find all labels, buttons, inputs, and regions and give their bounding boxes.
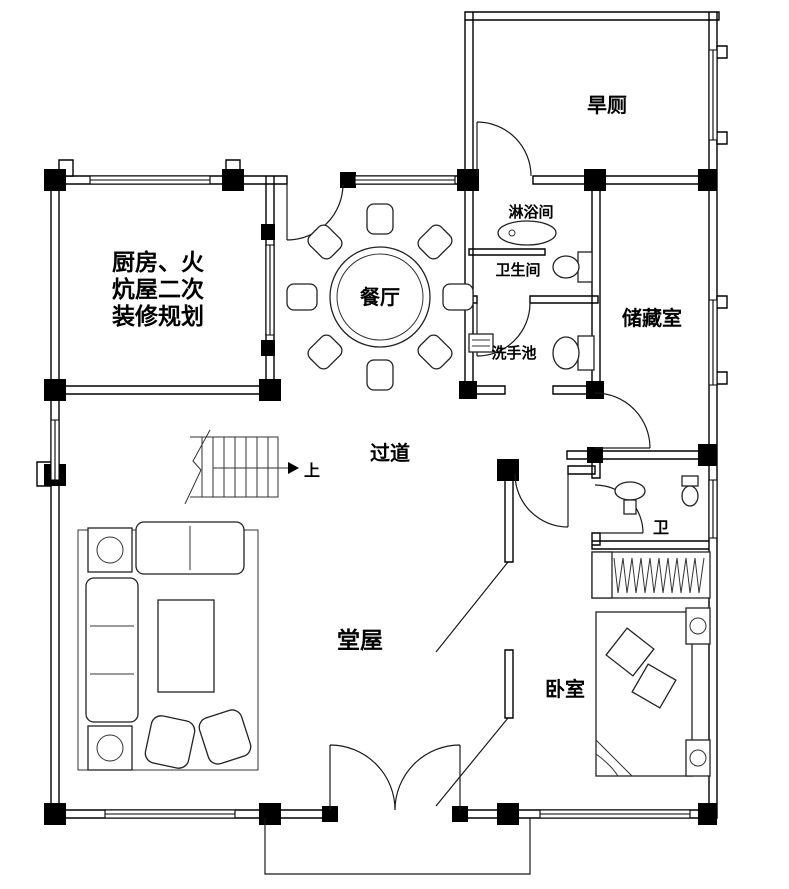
- utility-box: [468, 333, 494, 353]
- shower-drain: [508, 229, 516, 237]
- bath-label: 卫: [653, 520, 669, 537]
- side-table-lamp: [96, 536, 124, 564]
- side-table-bottom: [87, 725, 133, 771]
- storage-label: 储藏室: [622, 306, 682, 330]
- door-hall-leaves: [435, 561, 509, 807]
- dining-label: 餐厅: [360, 285, 400, 309]
- window-mullions: [54, 50, 714, 815]
- stair-direction-line: [212, 467, 288, 492]
- stair-break-line: [184, 429, 211, 505]
- pillow: [631, 663, 677, 709]
- wash-basin: [552, 336, 580, 370]
- kitchen-label-line1: 厨房、火: [112, 249, 204, 275]
- window-frames: [50, 49, 718, 819]
- dining-chair: [286, 283, 318, 311]
- utility-box-lines: [472, 339, 490, 347]
- wardrobe: [591, 551, 711, 599]
- corridor-label: 过道: [370, 441, 410, 465]
- shower-label: 淋浴间: [508, 203, 553, 221]
- windows: [50, 49, 718, 819]
- bedroom-label: 卧室: [545, 677, 585, 701]
- room-labels: 旱厕 厨房、火 炕屋二次 装修规划 餐厅 淋浴间 卫生间 洗手池 储藏室 过道 …: [112, 94, 682, 701]
- door-dry-toilet: [476, 121, 532, 177]
- ensuite-toilet-bowl: [681, 485, 699, 507]
- ensuite-sink: [614, 481, 646, 501]
- doors: [264, 121, 651, 875]
- armchair: [144, 715, 196, 769]
- entrance-porch: [264, 818, 531, 875]
- dining-table: [329, 246, 431, 348]
- toilet-tank: [577, 251, 593, 283]
- dining-chair: [417, 224, 453, 260]
- dining-chair: [442, 283, 474, 311]
- sofa-left-cushion-lines: [90, 625, 134, 675]
- washbasin-label: 洗手池: [491, 344, 536, 362]
- stair-outline: [190, 436, 279, 498]
- dining-chair: [417, 334, 453, 370]
- dining-table-inner: [336, 253, 424, 341]
- hall-label: 堂屋: [337, 627, 383, 653]
- door-bedroom: [514, 473, 569, 528]
- toilet-bowl: [552, 255, 580, 279]
- dining-set: [286, 203, 474, 391]
- stair-treads: [201, 437, 269, 497]
- side-table-top: [87, 527, 133, 573]
- dining-chair: [307, 224, 343, 260]
- door-storage: [594, 392, 651, 449]
- pillow: [605, 627, 655, 677]
- bed-fold: [595, 739, 633, 777]
- door-main-entrance: [329, 744, 461, 811]
- dining-chair: [366, 359, 394, 391]
- nightstand-lamp: [689, 749, 707, 767]
- staircase: [184, 429, 299, 505]
- door-dining-north: [286, 183, 344, 241]
- toilet-label: 卫生间: [495, 261, 540, 279]
- coffee-table: [157, 599, 215, 693]
- armchair: [198, 709, 252, 765]
- shower-tray: [497, 220, 557, 246]
- ensuite-fixtures: [614, 475, 699, 515]
- wardrobe-side: [591, 551, 613, 599]
- wardrobe-hangers: [613, 557, 705, 594]
- basin-back: [577, 335, 595, 371]
- nightstand-lamp: [689, 617, 707, 635]
- dry-toilet-label: 旱厕: [587, 94, 627, 117]
- stairs-up-label: 上: [304, 462, 320, 480]
- stair-arrow-head: [288, 462, 299, 474]
- side-table-lamp: [96, 734, 124, 762]
- kitchen-label-line3: 装修规划: [112, 303, 204, 329]
- sofa-set: [77, 521, 259, 771]
- bed: [595, 607, 711, 777]
- dining-chair: [307, 334, 343, 370]
- ensuite-sink-pedestal: [623, 499, 637, 515]
- sofa-left: [85, 577, 139, 723]
- bathroom-fixtures: [468, 220, 595, 371]
- kitchen-label-line2: 炕屋二次: [112, 276, 204, 302]
- ensuite-toilet-tank: [681, 475, 699, 487]
- dining-chair: [366, 203, 394, 235]
